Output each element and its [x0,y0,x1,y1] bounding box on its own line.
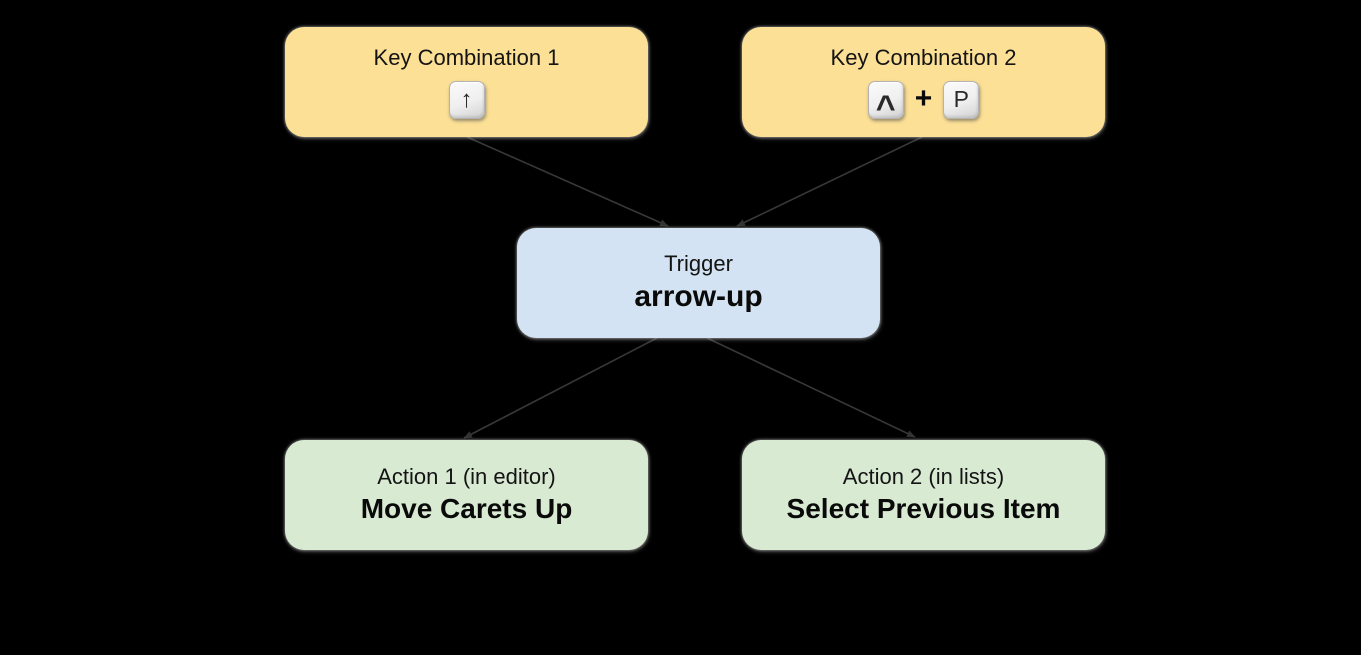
node-value: Move Carets Up [360,493,573,524]
edge-key1-to-trigger [466,136,669,227]
control-key-icon: ^ [867,80,904,127]
node-value: Select Previous Item [786,493,1061,524]
node-title: Action 2 (in lists) [842,464,1005,489]
node-action-1: Action 1 (in editor) Move Carets Up [285,440,648,550]
plus-separator: + [914,81,933,115]
node-title: Key Combination 2 [830,44,1017,70]
key-glyph: ↑ [460,85,473,113]
key-row: ↑ [448,79,485,121]
arrow-up-key-icon: ↑ [448,80,485,119]
node-value: arrow-up [634,280,763,313]
node-title: Trigger [664,251,733,276]
node-title: Key Combination 1 [373,44,560,70]
edge-trigger-to-action2 [706,337,916,438]
node-title: Action 1 (in editor) [377,464,556,489]
node-key-combination-2: Key Combination 2 ^ + P [742,27,1105,137]
node-trigger: Trigger arrow-up [517,228,880,338]
p-key-icon: P [943,80,980,119]
edge-key2-to-trigger [736,136,923,227]
key-glyph: P [953,86,969,112]
key-glyph: ^ [875,89,896,127]
edge-trigger-to-action1 [463,337,658,439]
node-key-combination-1: Key Combination 1 ↑ [285,27,648,137]
node-action-2: Action 2 (in lists) Select Previous Item [742,440,1105,550]
key-row: ^ + P [867,79,980,127]
